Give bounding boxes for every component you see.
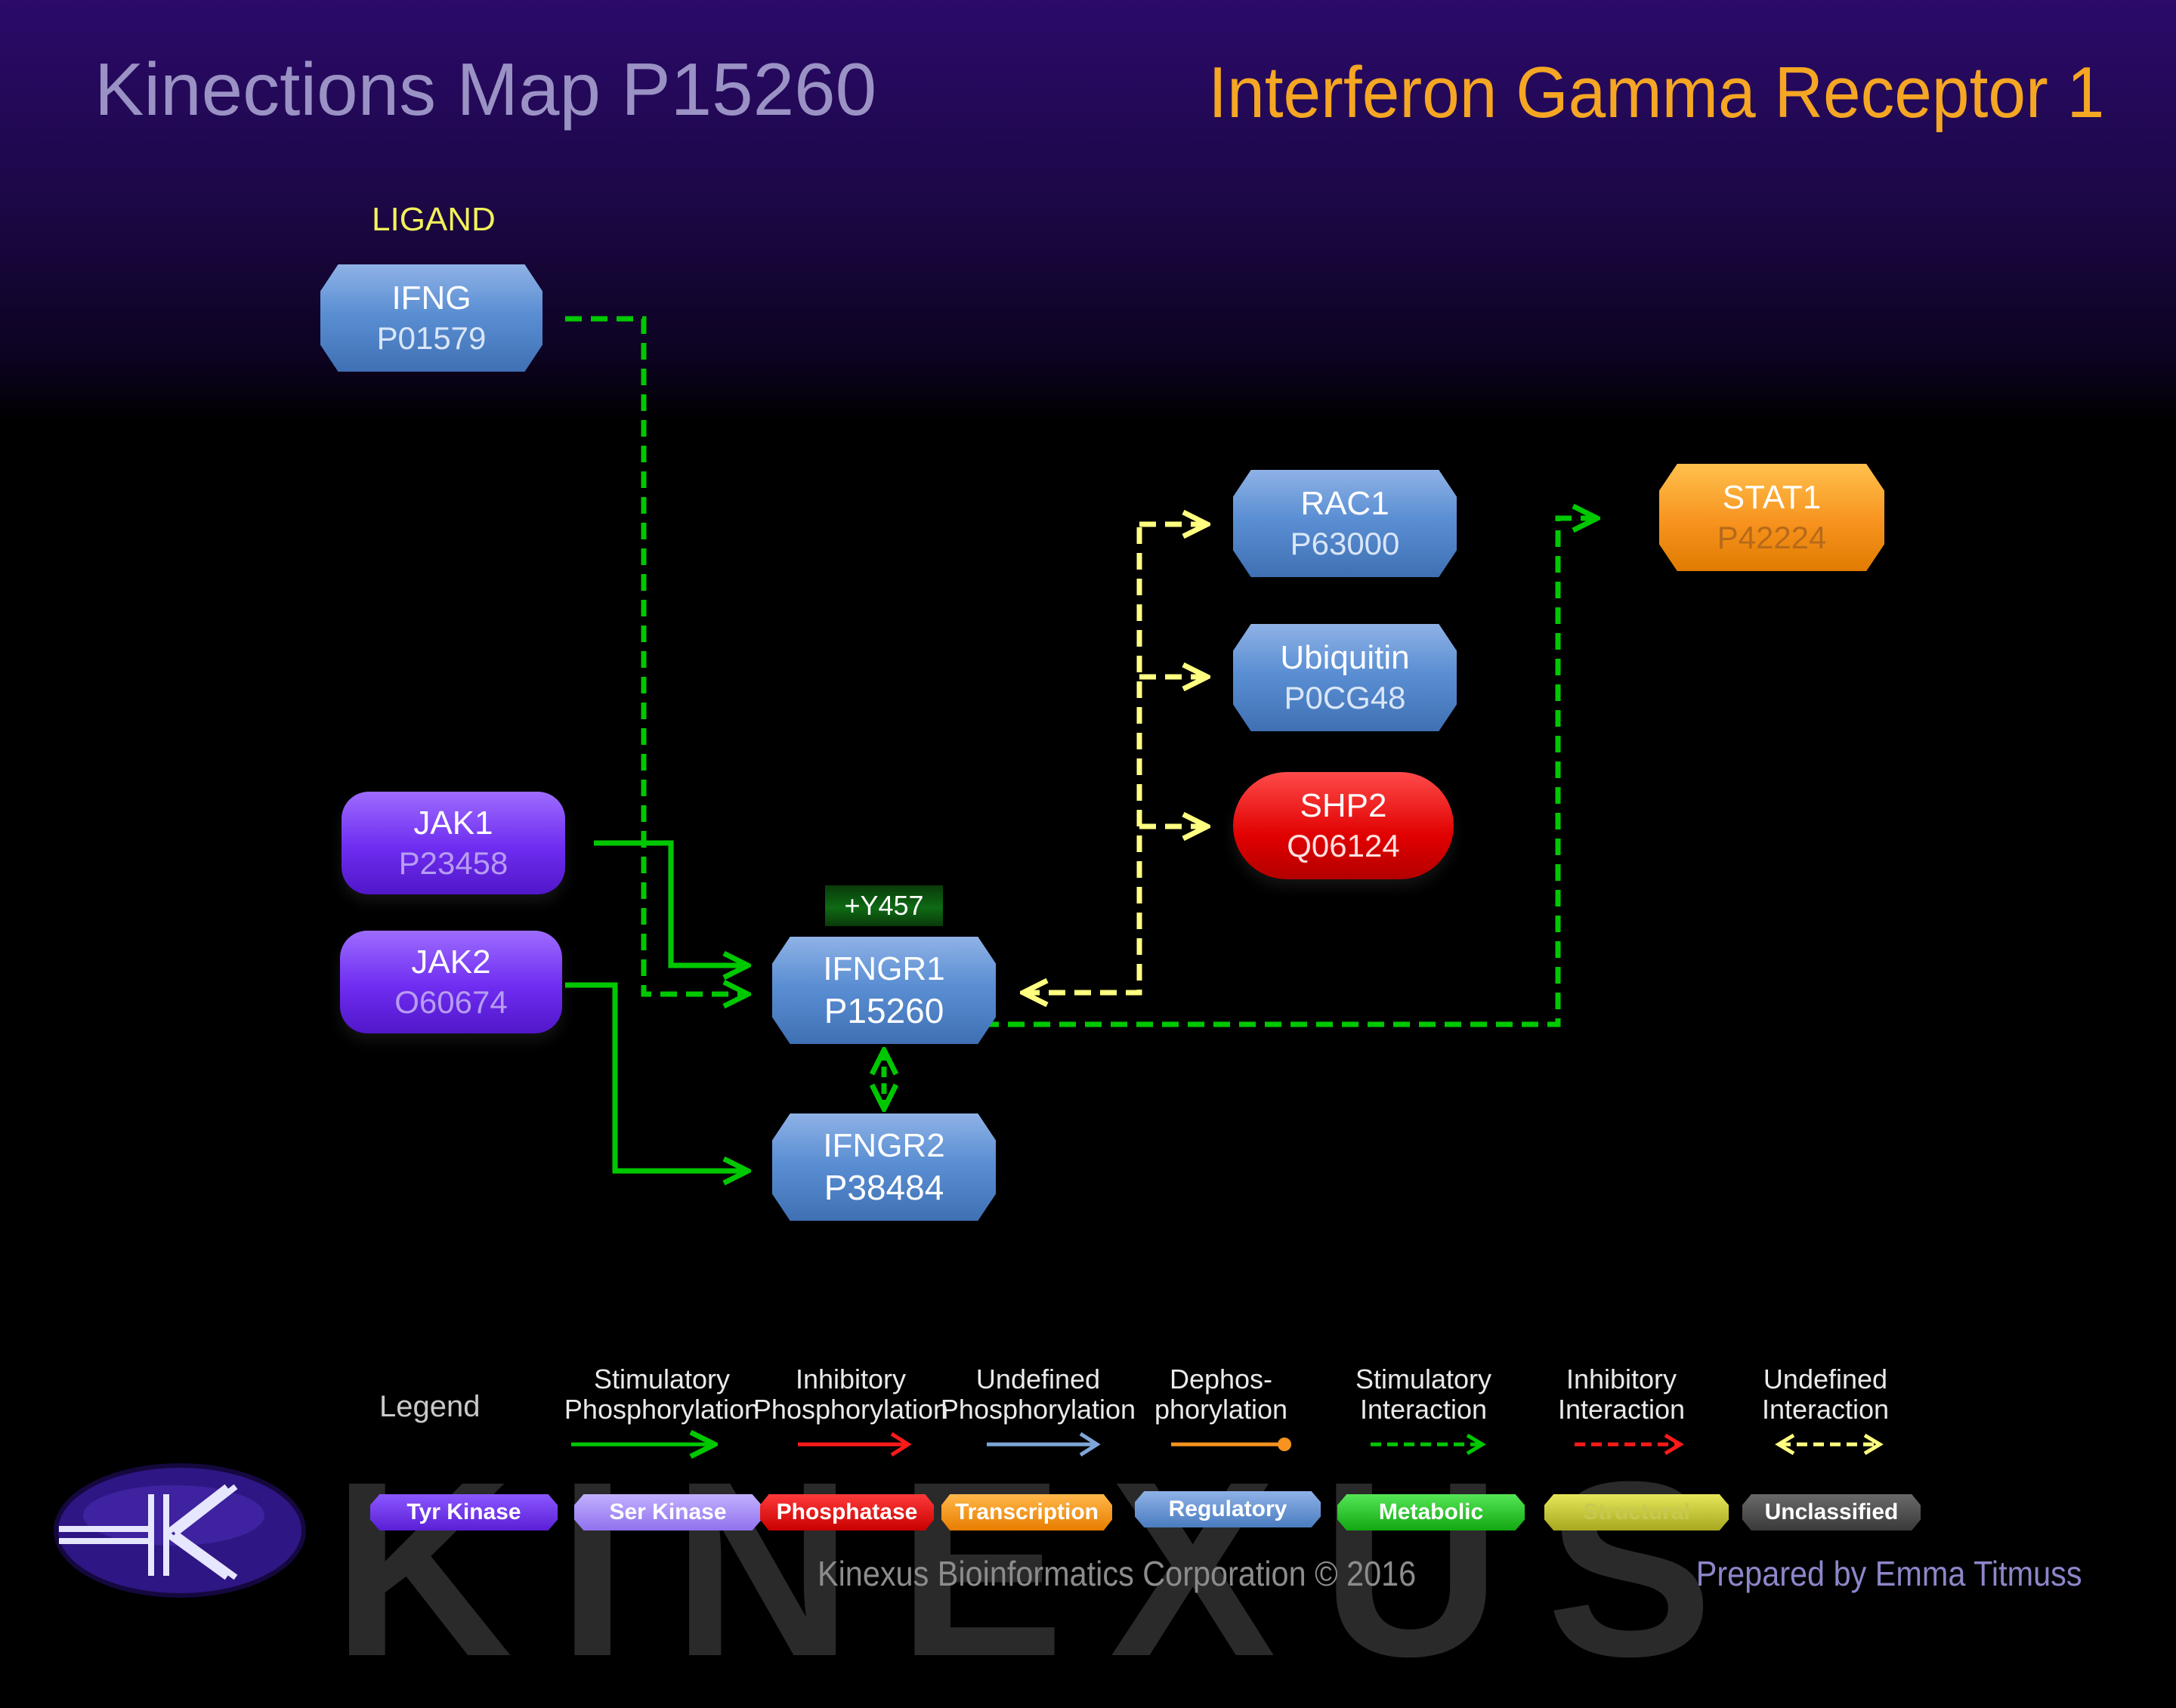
legend-dot-dephos: [1278, 1438, 1291, 1451]
node-name: RAC1: [1300, 485, 1389, 523]
kinexus-logo: [54, 1463, 306, 1598]
node-ubiquitin[interactable]: Ubiquitin P0CG48: [1233, 624, 1457, 731]
legend-head-line1: Stimulatory: [593, 1364, 731, 1395]
legend-head-stim-int: Stimulatory Interaction: [1325, 1364, 1522, 1425]
node-ifngr2[interactable]: IFNGR2 P38484: [772, 1113, 996, 1221]
node-accession: P38484: [824, 1167, 944, 1207]
legend-head-line1: Dephos-: [1169, 1364, 1273, 1395]
legend-head-stim-phos: Stimulatory Phosphorylation: [564, 1364, 760, 1425]
edge-jak1-ifngr1: [594, 840, 748, 965]
node-accession: P0CG48: [1284, 680, 1406, 716]
node-accession: P15260: [824, 990, 944, 1030]
legend-chip-transcription: Transcription: [941, 1494, 1112, 1530]
legend-arrow-undef-int-left: [1775, 1433, 1795, 1456]
legend-chip-regulatory: Regulatory: [1135, 1491, 1321, 1527]
edges-layer: [54, 316, 1884, 1598]
legend-head-line2: Phosphorylation: [940, 1394, 1136, 1425]
legend-head-line2: Phosphorylation: [564, 1394, 760, 1425]
legend-arrow-inhib-phos: [890, 1432, 912, 1457]
legend-head-line1: Undefined: [975, 1364, 1101, 1395]
phosphosite-badge: +Y457: [825, 885, 943, 926]
node-ifng[interactable]: IFNG P01579: [320, 264, 542, 372]
edge-ifng-ifngr1: [565, 316, 748, 994]
legend-arrow-stim-int: [1466, 1433, 1486, 1456]
node-stat1[interactable]: STAT1 P42224: [1659, 464, 1884, 571]
legend-head-undef-phos: Undefined Phosphorylation: [940, 1364, 1136, 1425]
node-name: STAT1: [1722, 479, 1822, 517]
node-accession: Q06124: [1287, 828, 1400, 864]
legend-head-dephos: Dephos- phorylation: [1123, 1364, 1319, 1425]
legend-chip-metabolic: Metabolic: [1337, 1494, 1525, 1530]
legend-chip-unclassified: Unclassified: [1742, 1494, 1921, 1530]
node-ifngr1[interactable]: IFNGR1 P15260: [772, 937, 996, 1044]
legend-head-line2: Phosphorylation: [753, 1394, 949, 1425]
legend-chip-structural: Structural: [1544, 1494, 1729, 1530]
legend-head-undef-int: Undefined Interaction: [1727, 1364, 1924, 1425]
legend-head-line1: Stimulatory: [1355, 1364, 1492, 1395]
legend-head-line1: Undefined: [1763, 1364, 1888, 1395]
legend-head-line2: Interaction: [1761, 1394, 1890, 1425]
legend-head-line1: Inhibitory: [795, 1364, 907, 1395]
legend-chip-phosphatase: Phosphatase: [760, 1494, 934, 1530]
prepared-by: Prepared by Emma Titmuss: [1696, 1554, 2082, 1593]
legend-chip-tyr-kinase: Tyr Kinase: [370, 1494, 558, 1530]
legend-chip-ser-kinase: Ser Kinase: [574, 1494, 762, 1530]
map-title: Kinections Map P15260: [94, 48, 877, 131]
protein-name: Interferon Gamma Receptor 1: [1208, 52, 2104, 133]
node-shp2[interactable]: SHP2 Q06124: [1233, 772, 1454, 879]
edge-jak2-ifngr2: [565, 982, 748, 1171]
legend-arrow-inhib-int: [1664, 1433, 1684, 1456]
ligand-label: LIGAND: [372, 201, 496, 238]
legend-head-line2: Interaction: [1359, 1394, 1488, 1425]
node-name: IFNGR2: [823, 1126, 945, 1164]
company-credit: Kinexus Bioinformatics Corporation © 201…: [818, 1554, 1417, 1593]
node-name: IFNGR1: [823, 950, 945, 987]
legend-arrow-undef-int-right: [1863, 1433, 1884, 1456]
edge-ifngr1-trunk: [1023, 524, 1142, 993]
node-name: SHP2: [1300, 787, 1387, 825]
legend-head-line2: phorylation: [1154, 1394, 1288, 1425]
node-jak1[interactable]: JAK1 P23458: [342, 792, 565, 894]
node-jak2[interactable]: JAK2 O60674: [340, 931, 562, 1033]
node-name: JAK2: [411, 944, 491, 981]
legend-title: Legend: [379, 1390, 481, 1423]
legend-arrow-undef-phos: [1079, 1432, 1101, 1457]
legend-head-line2: Interaction: [1557, 1394, 1686, 1425]
node-accession: P01579: [376, 320, 487, 357]
node-accession: P23458: [398, 845, 508, 882]
legend-head-inhib-phos: Inhibitory Phosphorylation: [753, 1364, 949, 1425]
legend-head-line1: Inhibitory: [1566, 1364, 1677, 1395]
edge-ifngr1-stat1: [982, 518, 1597, 1027]
legend-head-inhib-int: Inhibitory Interaction: [1523, 1364, 1720, 1425]
node-name: Ubiquitin: [1280, 639, 1410, 677]
node-name: IFNG: [391, 280, 471, 317]
node-rac1[interactable]: RAC1 P63000: [1233, 470, 1457, 577]
node-name: JAK1: [413, 805, 493, 842]
node-accession: P63000: [1290, 526, 1400, 562]
node-accession: P42224: [1717, 520, 1827, 556]
node-accession: O60674: [394, 984, 508, 1021]
